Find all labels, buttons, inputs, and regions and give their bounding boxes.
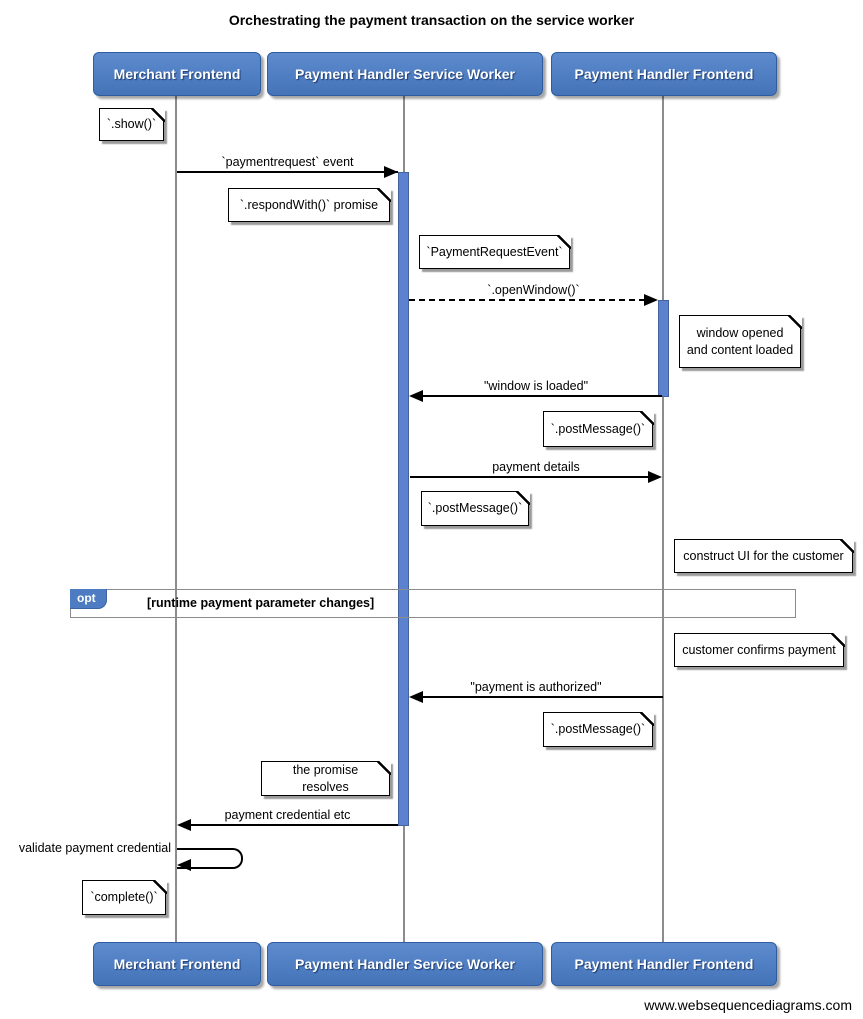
actor-label: Payment Handler Frontend <box>574 956 754 972</box>
note-fold-icon <box>376 187 391 202</box>
message-label-payment-request: `paymentrequest` event <box>221 155 354 169</box>
diagram-title: Orchestrating the payment transaction on… <box>228 12 635 28</box>
opt-fragment-operator: opt <box>70 589 107 609</box>
message-line-open-window <box>409 299 645 301</box>
actor-label: Merchant Frontend <box>113 956 241 972</box>
note-show: `.show()` <box>99 107 165 141</box>
actor-label: Payment Handler Frontend <box>574 66 754 82</box>
message-line-payment-credential <box>189 824 398 826</box>
note-text: `.respondWith()` promise <box>239 197 379 212</box>
self-message-loop <box>177 848 243 869</box>
note-customer-confirms: customer confirms payment <box>674 632 845 667</box>
arrowhead-left-icon <box>409 691 423 703</box>
note-text: `.postMessage()` <box>550 722 646 737</box>
actor-bottom-payment-handler-frontend: Payment Handler Frontend <box>551 942 777 986</box>
activation-service-worker <box>398 172 409 826</box>
note-fold-icon <box>515 490 530 505</box>
note-post-message-3: `.postMessage()` <box>543 711 654 747</box>
note-text: `.postMessage()` <box>550 421 646 436</box>
note-fold-icon <box>639 410 654 425</box>
actor-top-merchant-frontend: Merchant Frontend <box>93 52 261 96</box>
message-label-validate-credential: validate payment credential <box>18 841 171 855</box>
note-text: window opened and content loaded <box>686 326 794 357</box>
message-line-window-loaded <box>421 395 662 397</box>
note-construct-ui: construct UI for the customer <box>674 538 854 573</box>
note-text: customer confirms payment <box>682 642 836 657</box>
note-fold-icon <box>150 107 165 122</box>
note-fold-icon <box>152 879 167 894</box>
message-label-payment-credential: payment credential etc <box>224 808 351 822</box>
message-line-payment-authorized <box>421 696 663 698</box>
note-text: `PaymentRequestEvent` <box>426 244 563 259</box>
note-post-message-1: `.postMessage()` <box>543 410 654 447</box>
note-window-opened: window opened and content loaded <box>679 314 802 368</box>
note-promise-resolves: the promise resolves <box>261 760 391 796</box>
message-line-payment-request <box>177 171 398 173</box>
message-label-payment-authorized: "payment is authorized" <box>470 680 602 694</box>
note-fold-icon <box>556 234 571 249</box>
opt-fragment-condition: [runtime payment parameter changes] <box>147 596 375 610</box>
actor-bottom-payment-handler-service-worker: Payment Handler Service Worker <box>267 942 543 986</box>
arrowhead-right-icon <box>644 294 658 306</box>
actor-top-payment-handler-service-worker: Payment Handler Service Worker <box>267 52 543 96</box>
note-complete: `complete()` <box>82 879 167 915</box>
websequencediagrams-credit: www.websequencediagrams.com <box>644 997 852 1013</box>
note-respond-with: `.respondWith()` promise <box>228 187 391 222</box>
arrowhead-left-icon <box>177 819 191 831</box>
note-text: `.show()` <box>106 117 157 132</box>
actor-label: Payment Handler Service Worker <box>295 956 515 972</box>
message-label-payment-details: payment details <box>492 460 580 474</box>
note-text: the promise resolves <box>292 763 359 794</box>
message-line-payment-details <box>410 476 649 478</box>
note-fold-icon <box>639 711 654 726</box>
message-label-window-loaded: "window is loaded" <box>483 379 589 393</box>
lifeline-payment-handler-frontend <box>662 94 664 942</box>
lifeline-merchant-frontend <box>175 94 177 942</box>
note-fold-icon <box>376 760 391 775</box>
note-fold-icon <box>787 314 802 329</box>
arrowhead-left-icon <box>177 859 191 871</box>
note-payment-request-event: `PaymentRequestEvent` <box>419 234 571 269</box>
actor-bottom-merchant-frontend: Merchant Frontend <box>93 942 261 986</box>
note-text: `complete()` <box>90 890 158 905</box>
actor-top-payment-handler-frontend: Payment Handler Frontend <box>551 52 777 96</box>
arrowhead-right-icon <box>648 471 662 483</box>
message-label-open-window: `.openWindow()` <box>487 283 580 297</box>
actor-label: Merchant Frontend <box>113 66 241 82</box>
note-text: `.postMessage()` <box>427 501 523 516</box>
note-fold-icon <box>830 632 845 647</box>
note-text: construct UI for the customer <box>683 548 844 563</box>
activation-payment-handler-frontend <box>658 300 669 397</box>
note-fold-icon <box>839 538 854 553</box>
actor-label: Payment Handler Service Worker <box>295 66 515 82</box>
arrowhead-right-icon <box>384 166 398 178</box>
note-post-message-2: `.postMessage()` <box>421 490 530 526</box>
arrowhead-left-icon <box>409 390 423 402</box>
